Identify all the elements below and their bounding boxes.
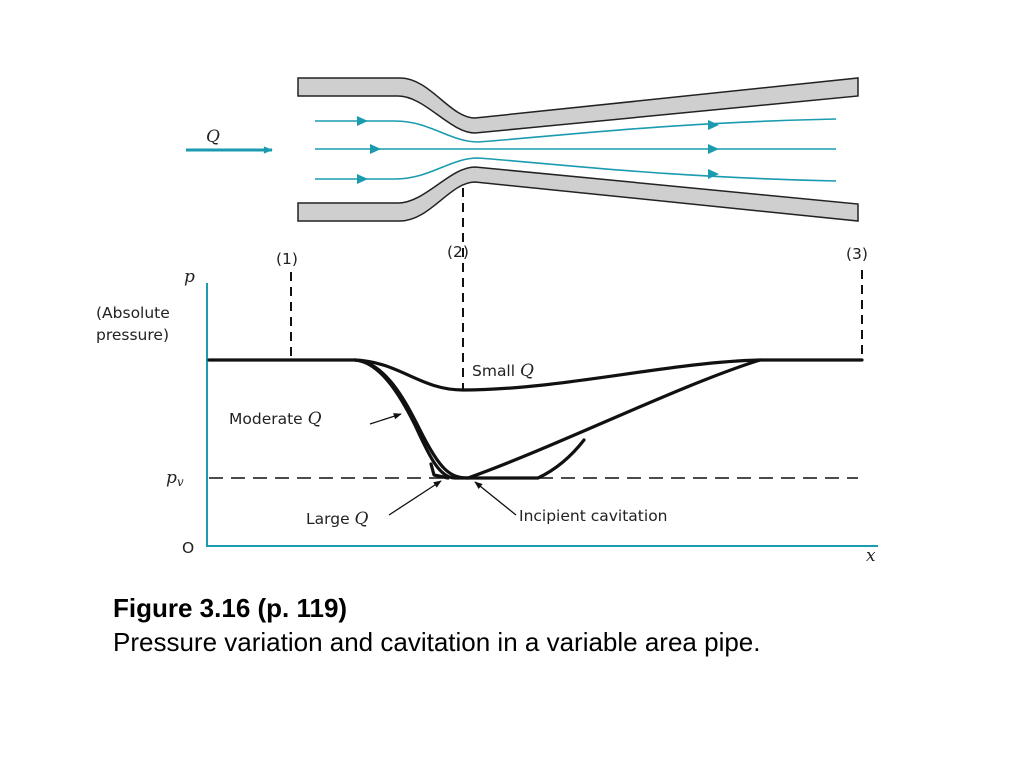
y-axis-description-line2: pressure) bbox=[96, 326, 169, 344]
label-incipient-cavitation: Incipient cavitation bbox=[519, 507, 668, 525]
section-1-label: (1) bbox=[276, 250, 298, 268]
figure-caption: Figure 3.16 (p. 119) Pressure variation … bbox=[113, 591, 761, 659]
curve-large-q bbox=[353, 358, 586, 480]
label-large-q: Large Q bbox=[306, 509, 369, 529]
x-axis-symbol: x bbox=[866, 546, 876, 566]
pointer-large-q bbox=[388, 480, 442, 516]
streamline-bottom bbox=[315, 157, 837, 182]
label-moderate-q: Moderate Q bbox=[229, 409, 322, 429]
caption-title: Figure 3.16 (p. 119) bbox=[113, 593, 348, 623]
curve-small-q bbox=[353, 358, 762, 392]
streamline-arrows bbox=[357, 116, 719, 184]
pipe-wall-top bbox=[297, 77, 859, 134]
label-small-q: Small Q bbox=[472, 361, 534, 381]
flow-label: Q bbox=[206, 127, 220, 147]
y-axis-description-line1: (Absolute bbox=[96, 304, 170, 322]
pointer-incipient-cavitation bbox=[474, 481, 517, 516]
pipe-pressure-diagram: Q (1) (2) (3) p (Absolute pressure) x O … bbox=[96, 77, 878, 566]
section-3-label: (3) bbox=[846, 245, 868, 263]
pointer-moderate-q bbox=[369, 413, 402, 425]
streamline-top bbox=[315, 118, 837, 143]
vapor-pressure-label: pv bbox=[166, 468, 184, 489]
origin-label: O bbox=[182, 539, 194, 557]
y-axis-symbol: p bbox=[184, 267, 195, 287]
section-2-label: (2) bbox=[447, 243, 469, 261]
cavitation-hook bbox=[429, 462, 450, 480]
caption-text: Pressure variation and cavitation in a v… bbox=[113, 627, 761, 657]
pipe-wall-bottom bbox=[297, 166, 859, 222]
